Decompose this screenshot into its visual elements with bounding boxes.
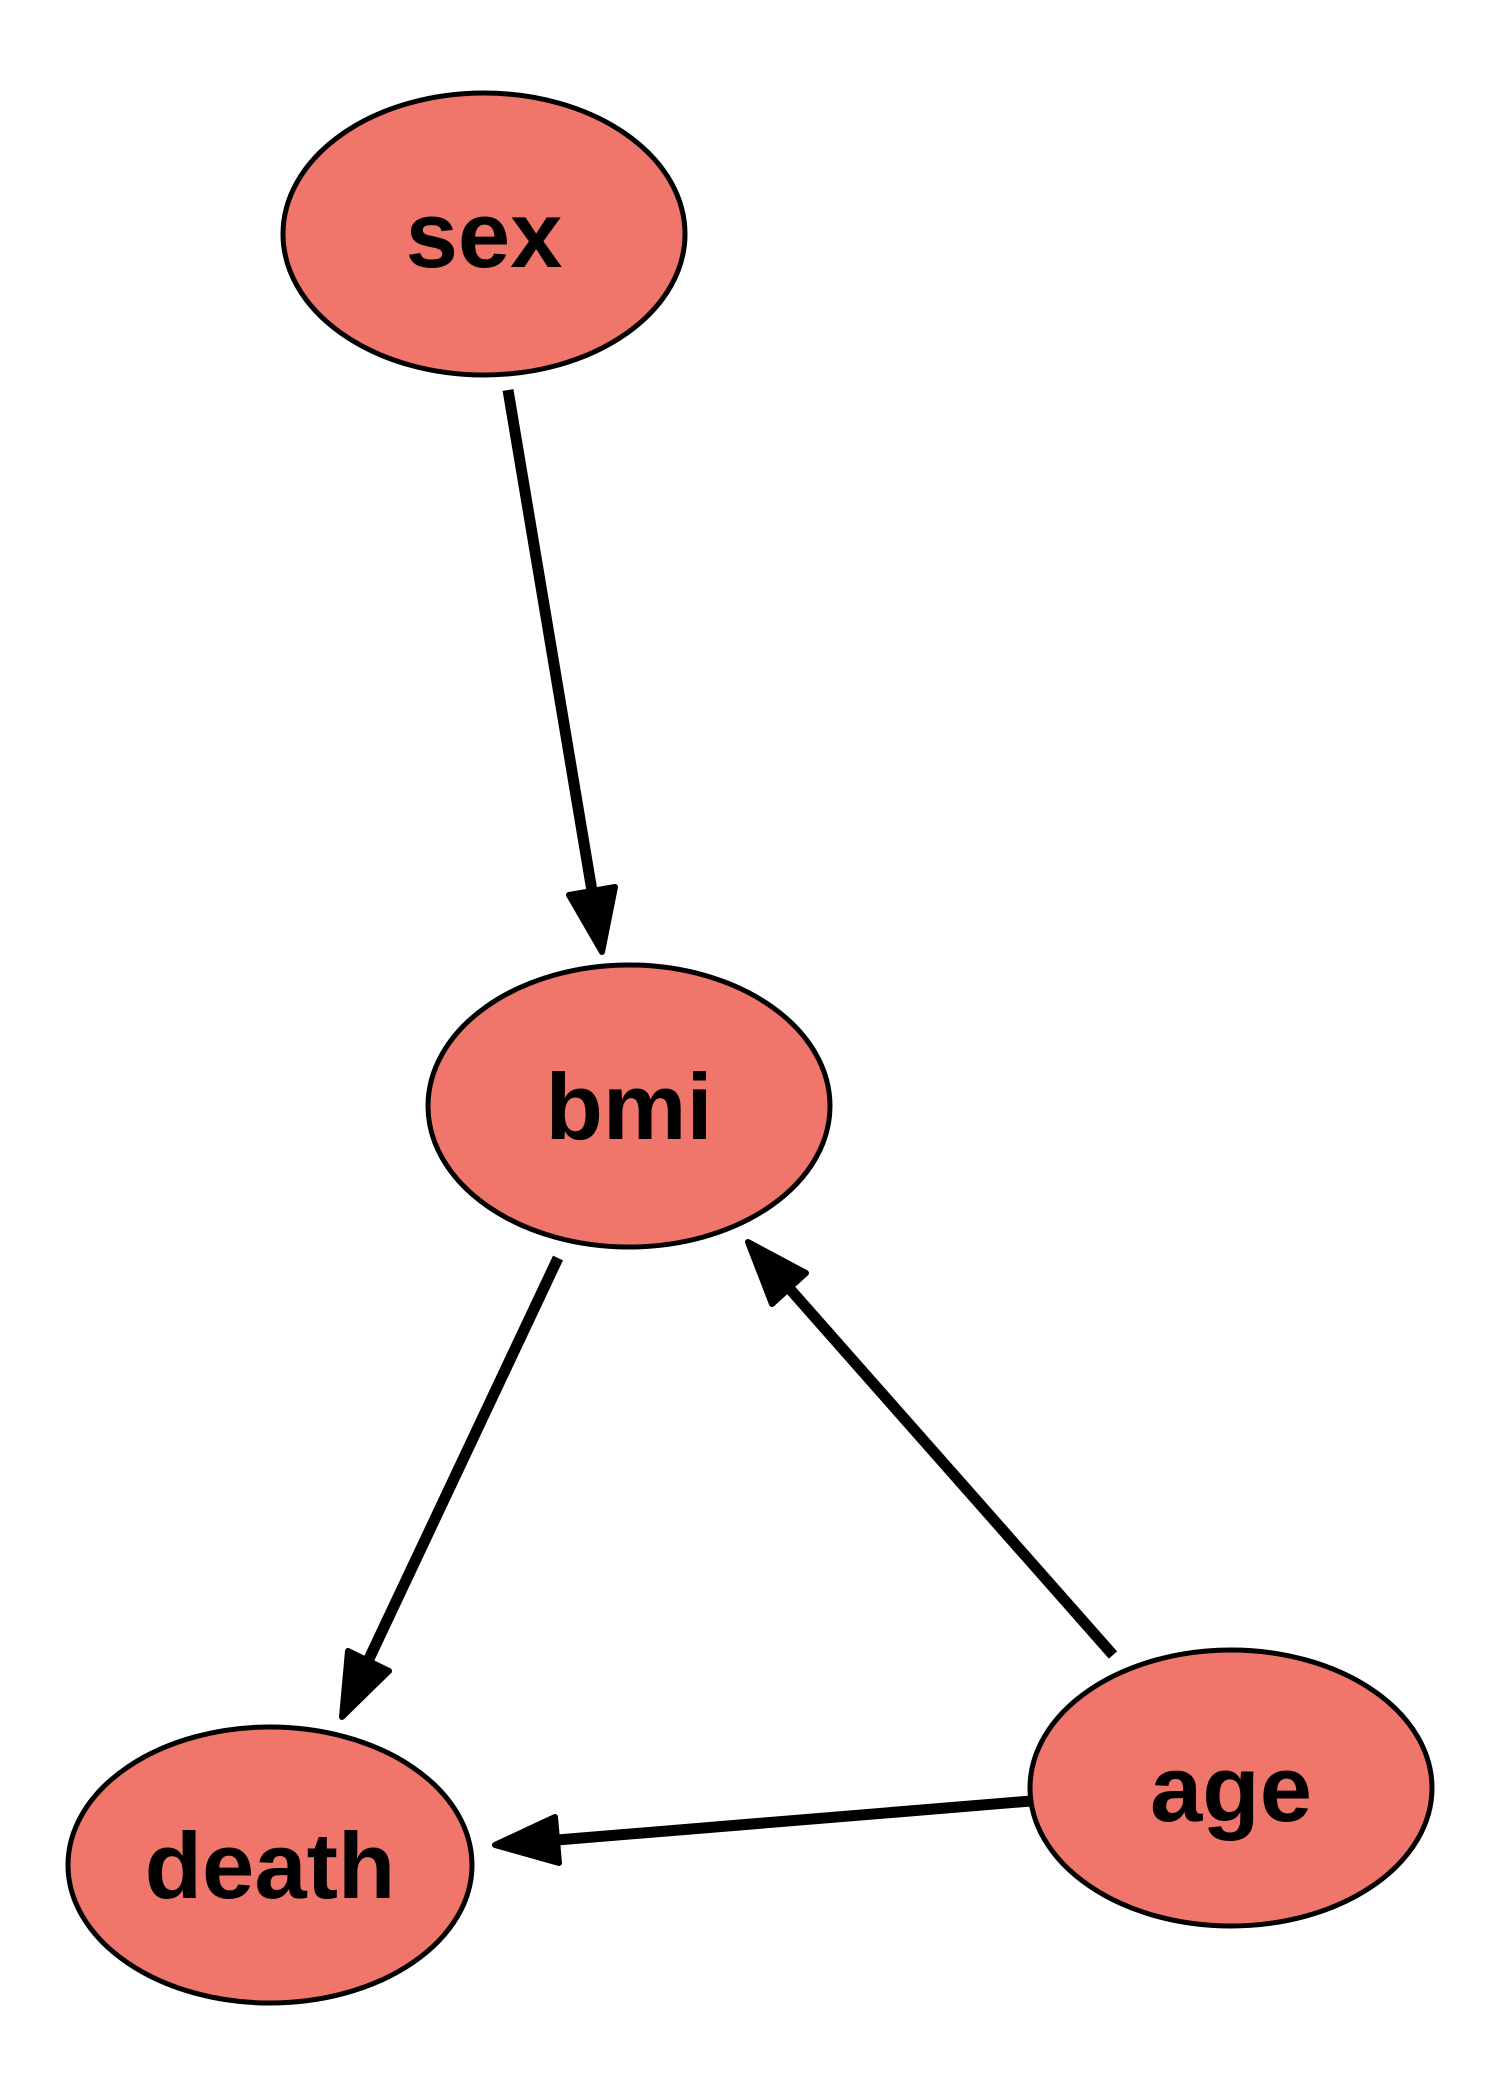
- edge-age-bmi-arrowhead[interactable]: [745, 1239, 809, 1307]
- node-sex-label: sex: [406, 182, 563, 287]
- edge-bmi-death-arrowhead[interactable]: [339, 1648, 392, 1720]
- edge-sex-bmi[interactable]: [502, 389, 618, 955]
- node-death-shape[interactable]: [65, 1724, 475, 2006]
- edge-age-bmi[interactable]: [745, 1239, 1118, 1659]
- edge-age-death-line[interactable]: [556, 1795, 1032, 1846]
- node-age[interactable]: age: [1027, 1647, 1435, 1929]
- edge-age-death[interactable]: [492, 1795, 1032, 1866]
- node-death-label: death: [145, 1813, 396, 1918]
- node-sex-shape[interactable]: [280, 90, 688, 378]
- edge-age-bmi-line[interactable]: [784, 1284, 1118, 1659]
- node-bmi-shape[interactable]: [425, 962, 833, 1250]
- edge-bmi-death-line[interactable]: [363, 1255, 563, 1664]
- node-bmi-label: bmi: [545, 1054, 712, 1159]
- edge-sex-bmi-arrowhead[interactable]: [566, 884, 618, 955]
- edge-age-death-arrowhead[interactable]: [492, 1814, 562, 1866]
- edge-bmi-death[interactable]: [339, 1255, 563, 1720]
- node-death[interactable]: death: [65, 1724, 475, 2006]
- edge-sex-bmi-line[interactable]: [502, 389, 598, 892]
- node-age-shape[interactable]: [1027, 1647, 1435, 1929]
- node-age-label: age: [1150, 1736, 1312, 1841]
- node-sex[interactable]: sex: [280, 90, 688, 378]
- node-bmi[interactable]: bmi: [425, 962, 833, 1250]
